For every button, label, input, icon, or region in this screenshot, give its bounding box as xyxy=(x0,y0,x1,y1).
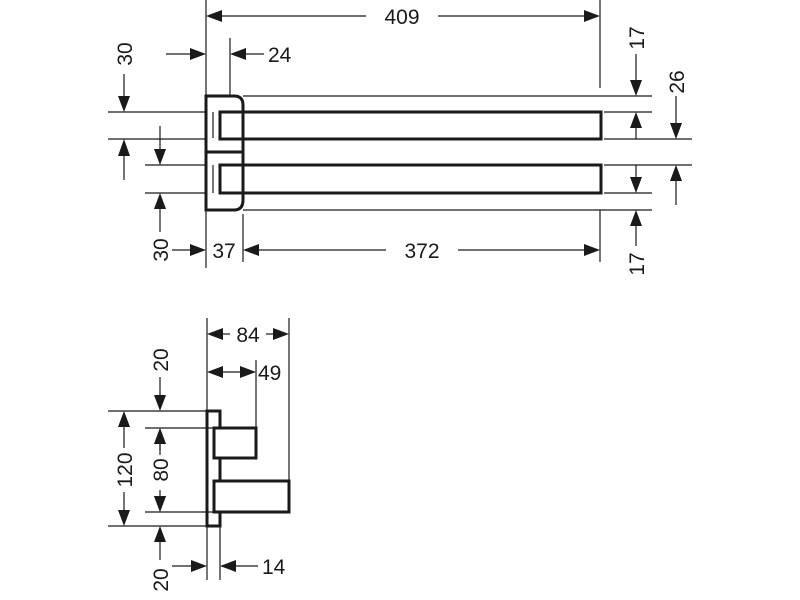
dim-label-372: 372 xyxy=(404,240,439,263)
dim-label-120: 120 xyxy=(114,452,137,487)
dim-label-17-top: 17 xyxy=(626,26,649,49)
dimension-lower-bar-17: 17 xyxy=(626,165,649,276)
dimension-overall-height-120: 120 xyxy=(114,411,137,526)
dimension-overall-depth-84: 84 xyxy=(207,324,289,347)
lower-towel-bar xyxy=(218,163,603,195)
side-view-extension-lines xyxy=(108,318,290,580)
dim-label-37: 37 xyxy=(212,240,235,263)
dimension-upper-arm-49: 49 xyxy=(207,362,281,385)
wall-bracket-outline xyxy=(204,94,245,212)
dim-label-49: 49 xyxy=(258,362,281,385)
dim-label-24: 24 xyxy=(268,44,292,67)
dimension-mount-gap-24: 24 xyxy=(166,44,292,67)
dim-label-30-bottom: 30 xyxy=(150,238,173,261)
dim-label-30-top: 30 xyxy=(114,42,137,65)
dim-label-20-top: 20 xyxy=(150,348,173,371)
dimension-bar-pitch-26: 26 xyxy=(666,70,689,205)
dimension-bar-length-372: 372 xyxy=(243,240,600,263)
dim-label-20-bottom: 20 xyxy=(150,568,173,591)
dimension-upper-bar-17: 17 xyxy=(626,26,649,139)
dim-label-14: 14 xyxy=(262,556,286,579)
upper-towel-bar xyxy=(218,110,603,141)
dimension-bottom-offset-20: 20 xyxy=(150,496,173,592)
dim-label-80: 80 xyxy=(150,458,173,481)
dimension-wall-offset-30: 30 xyxy=(114,42,137,180)
dim-label-26: 26 xyxy=(666,70,689,93)
dim-label-84: 84 xyxy=(236,324,260,347)
lower-arm xyxy=(212,479,291,514)
dimension-mount-depth-37: 37 xyxy=(172,240,236,263)
dim-label-409: 409 xyxy=(384,6,419,29)
top-view-part xyxy=(204,94,603,212)
side-view-part xyxy=(205,409,291,528)
dimension-overall-width: 409 xyxy=(206,6,600,29)
top-view-extension-lines xyxy=(108,0,692,268)
dim-label-17-bottom: 17 xyxy=(626,252,649,275)
dimension-base-offset-30: 30 xyxy=(150,126,173,262)
upper-arm xyxy=(212,426,258,460)
dimension-plate-thickness-14: 14 xyxy=(172,556,286,579)
